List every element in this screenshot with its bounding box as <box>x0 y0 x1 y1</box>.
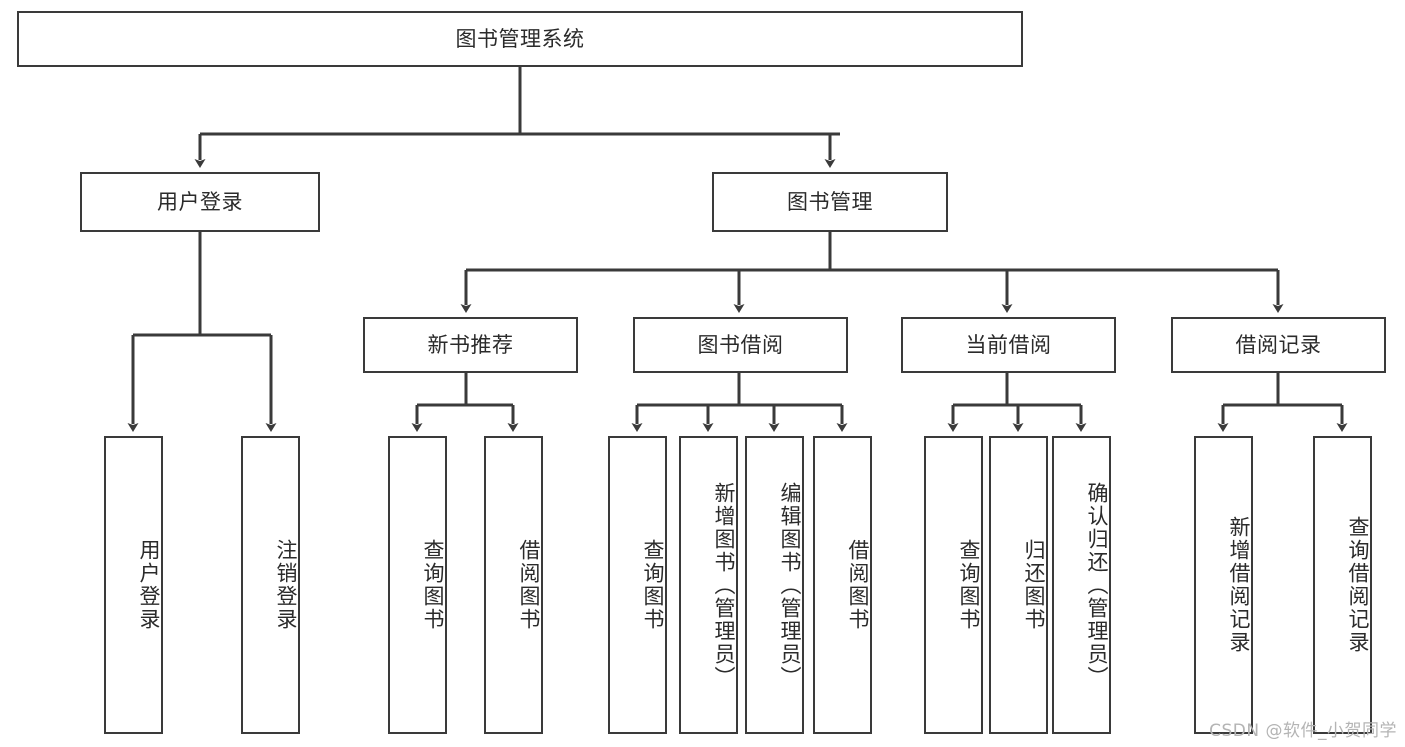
node-leaf-edit-book-admin-label: 编辑图书（管理员） <box>778 481 802 689</box>
node-leaf-query-book-1-label: 查询图书 <box>421 539 445 631</box>
node-user-login-label: 用户登录 <box>157 189 243 214</box>
node-root[interactable]: 图书管理系统 <box>17 11 1023 67</box>
node-borrow-record[interactable]: 借阅记录 <box>1171 317 1386 373</box>
node-leaf-logout-login[interactable]: 注销登录 <box>241 436 300 734</box>
node-leaf-add-book-admin-label: 新增图书（管理员） <box>712 481 736 689</box>
node-book-manage[interactable]: 图书管理 <box>712 172 948 232</box>
node-book-manage-label: 图书管理 <box>787 189 873 214</box>
node-book-borrow[interactable]: 图书借阅 <box>633 317 848 373</box>
node-leaf-logout-login-label: 注销登录 <box>274 539 298 631</box>
node-root-label: 图书管理系统 <box>455 26 585 51</box>
node-current-borrow[interactable]: 当前借阅 <box>901 317 1116 373</box>
node-new-book-recommendation-label: 新书推荐 <box>427 332 514 357</box>
node-new-book-recommendation[interactable]: 新书推荐 <box>363 317 578 373</box>
node-leaf-query-book-3-label: 查询图书 <box>957 539 981 631</box>
node-leaf-return-book[interactable]: 归还图书 <box>989 436 1048 734</box>
node-book-borrow-label: 图书借阅 <box>697 332 784 357</box>
node-leaf-confirm-return-admin-label: 确认归还（管理员） <box>1085 481 1109 689</box>
node-leaf-borrow-book-2-label: 借阅图书 <box>846 539 870 631</box>
node-user-login[interactable]: 用户登录 <box>80 172 320 232</box>
node-leaf-borrow-book-2[interactable]: 借阅图书 <box>813 436 872 734</box>
node-leaf-add-borrow-record[interactable]: 新增借阅记录 <box>1194 436 1253 734</box>
node-leaf-borrow-book-1-label: 借阅图书 <box>517 539 541 631</box>
node-leaf-return-book-label: 归还图书 <box>1022 539 1046 631</box>
node-leaf-borrow-book-1[interactable]: 借阅图书 <box>484 436 543 734</box>
node-leaf-query-book-3[interactable]: 查询图书 <box>924 436 983 734</box>
node-current-borrow-label: 当前借阅 <box>965 332 1052 357</box>
node-leaf-add-borrow-record-label: 新增借阅记录 <box>1227 516 1251 654</box>
node-leaf-query-book-1[interactable]: 查询图书 <box>388 436 447 734</box>
node-leaf-query-borrow-record-label: 查询借阅记录 <box>1346 516 1370 654</box>
node-leaf-query-book-2-label: 查询图书 <box>641 539 665 631</box>
node-leaf-user-login-label: 用户登录 <box>137 539 161 631</box>
node-leaf-confirm-return-admin[interactable]: 确认归还（管理员） <box>1052 436 1111 734</box>
node-leaf-query-book-2[interactable]: 查询图书 <box>608 436 667 734</box>
node-leaf-edit-book-admin[interactable]: 编辑图书（管理员） <box>745 436 804 734</box>
node-leaf-query-borrow-record[interactable]: 查询借阅记录 <box>1313 436 1372 734</box>
node-leaf-user-login[interactable]: 用户登录 <box>104 436 163 734</box>
csdn-watermark: CSDN @软件_小贺同学 <box>1209 721 1397 741</box>
node-leaf-add-book-admin[interactable]: 新增图书（管理员） <box>679 436 738 734</box>
node-borrow-record-label: 借阅记录 <box>1235 332 1322 357</box>
